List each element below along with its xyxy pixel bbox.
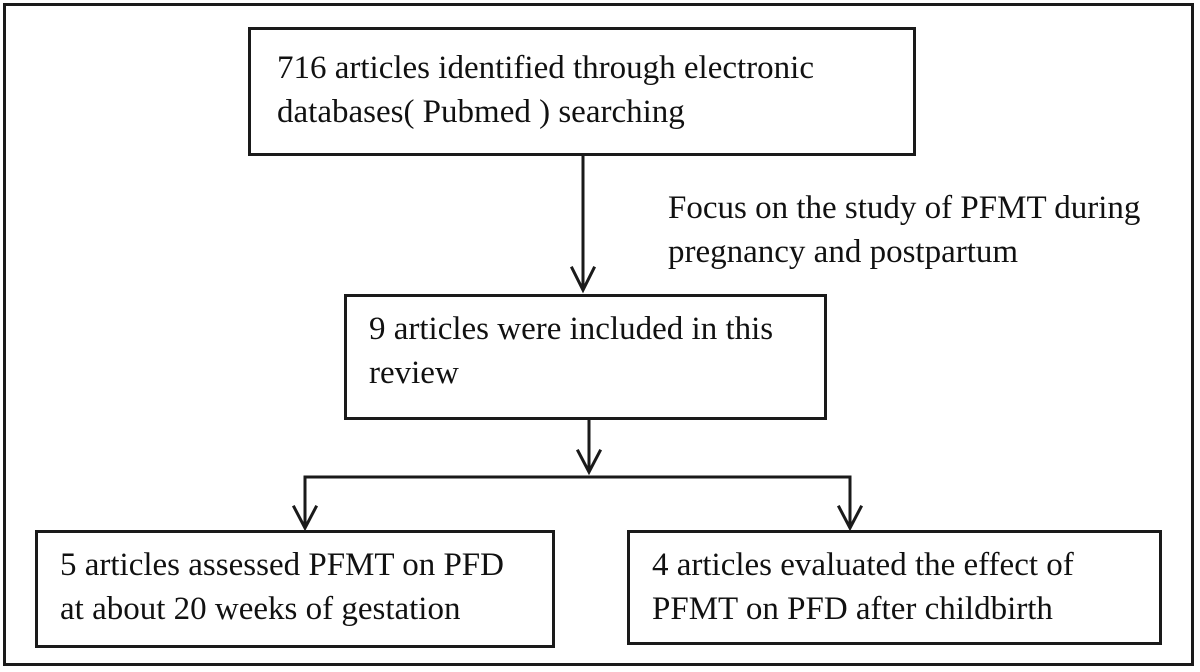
- node-text-line: databases( Pubmed ) searching: [277, 94, 685, 130]
- figure-frame: [3, 3, 1194, 666]
- node-postpartum-articles: 4 articles evaluated the effect of PFMT …: [627, 530, 1162, 645]
- node-identified-articles: 716 articles identified through electron…: [248, 27, 916, 156]
- node-text-line: at about 20 weeks of gestation: [60, 591, 461, 627]
- node-text-line: review: [369, 355, 459, 391]
- edge-label-line: pregnancy and postpartum: [668, 234, 1019, 270]
- node-text-line: 4 articles evaluated the effect of: [652, 547, 1074, 583]
- node-text-line: 5 articles assessed PFMT on PFD: [60, 547, 504, 583]
- node-text-line: PFMT on PFD after childbirth: [652, 591, 1053, 627]
- node-text-line: 716 articles identified through electron…: [277, 50, 814, 86]
- edge-label-line: Focus on the study of PFMT during: [668, 190, 1141, 226]
- edge-label-focus: Focus on the study of PFMT during pregna…: [668, 186, 1140, 274]
- node-included-articles: 9 articles were included in this review: [344, 294, 827, 420]
- node-gestation-articles: 5 articles assessed PFMT on PFD at about…: [35, 530, 555, 648]
- node-text-line: 9 articles were included in this: [369, 311, 774, 347]
